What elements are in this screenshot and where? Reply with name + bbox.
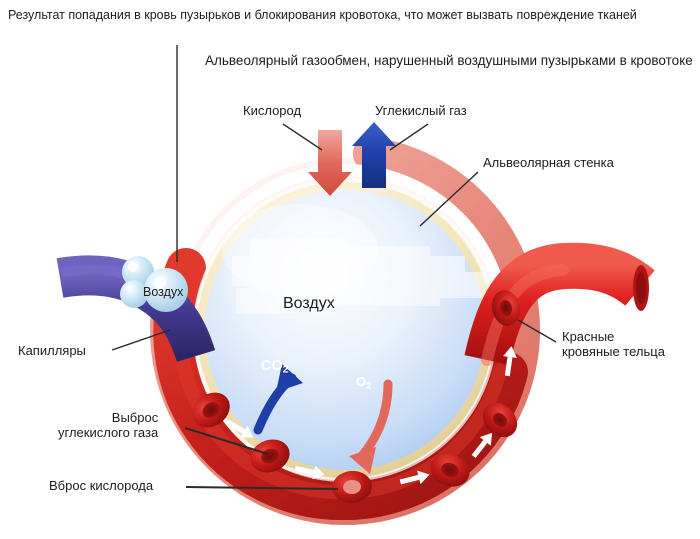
label-air-bubble: Воздух bbox=[143, 285, 184, 299]
gas-label-o2-sub: 2 bbox=[366, 380, 372, 391]
label-air-center: Воздух bbox=[283, 295, 335, 312]
label-oxygen-intake: Вброс кислорода bbox=[49, 478, 154, 493]
gas-label-co2: CO2 bbox=[261, 358, 289, 376]
gas-label-o2: O2 bbox=[356, 374, 371, 390]
caption-top-left: Результат попадания в кровь пузырьков и … bbox=[8, 8, 637, 22]
label-alveolar-wall: Альвеолярная стенка bbox=[483, 155, 614, 170]
label-oxygen: Кислород bbox=[243, 103, 302, 118]
label-co2-release: Выброс углекислого газа bbox=[58, 410, 159, 440]
o2-diffusion-arrow bbox=[349, 379, 393, 474]
label-capillaries: Капилляры bbox=[18, 343, 86, 358]
label-carbon-dioxide: Углекислый газ bbox=[375, 103, 467, 118]
co2-outflow-arrow bbox=[352, 122, 396, 188]
air-bubbles bbox=[120, 256, 188, 312]
gas-label-o2-text: O bbox=[356, 374, 367, 389]
gas-label-co2-sub: 2 bbox=[282, 364, 289, 376]
co2-diffusion-arrow bbox=[253, 364, 303, 435]
oxygen-inflow-arrow bbox=[308, 130, 352, 196]
blood-flow-arrows bbox=[226, 346, 517, 485]
label-red-blood-cells: Красные кровяные тельца bbox=[562, 329, 665, 359]
gas-label-co2-text: CO bbox=[261, 358, 283, 374]
diagram-title: Альвеолярный газообмен, нарушенный возду… bbox=[205, 53, 693, 68]
leader-lines bbox=[111, 45, 557, 490]
